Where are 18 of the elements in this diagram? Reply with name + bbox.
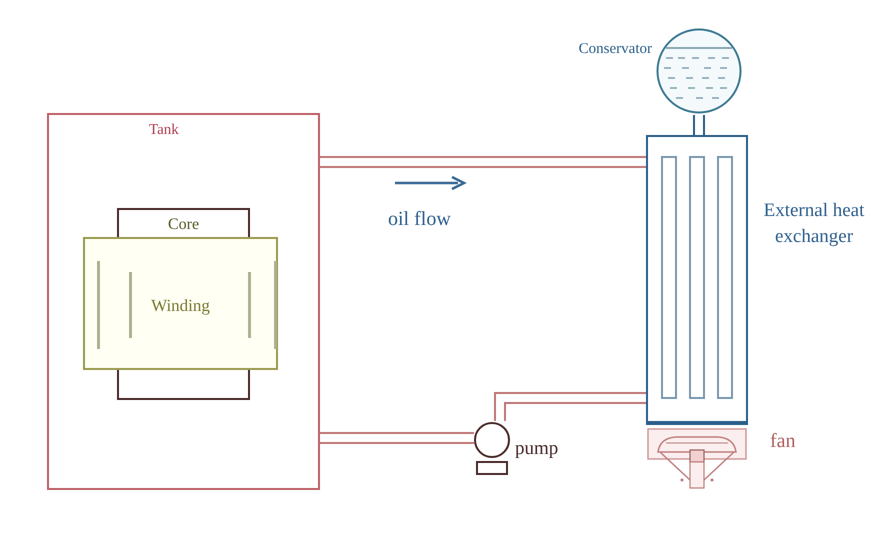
oil-pipe <box>320 156 646 168</box>
oil-pipe <box>693 115 705 135</box>
core-label: Core <box>166 215 200 235</box>
pump-label: pump <box>515 437 558 461</box>
tank-outline <box>47 113 320 490</box>
winding-box <box>83 237 278 370</box>
oil-pipe <box>320 432 474 444</box>
tank-label: Tank <box>149 121 179 140</box>
heat-exchanger-label: External heat exchanger <box>762 199 866 249</box>
flow-label: oil flow <box>388 207 451 232</box>
winding-label: Winding <box>150 295 211 317</box>
pump-drawing <box>474 421 510 476</box>
fan-label: fan <box>770 429 796 454</box>
oil-pipe <box>494 392 646 421</box>
conservator-drawing <box>656 28 742 115</box>
conservator-label: Conservator <box>578 40 652 59</box>
heat-exchanger-drawing <box>646 135 748 425</box>
core-frame <box>117 370 250 400</box>
